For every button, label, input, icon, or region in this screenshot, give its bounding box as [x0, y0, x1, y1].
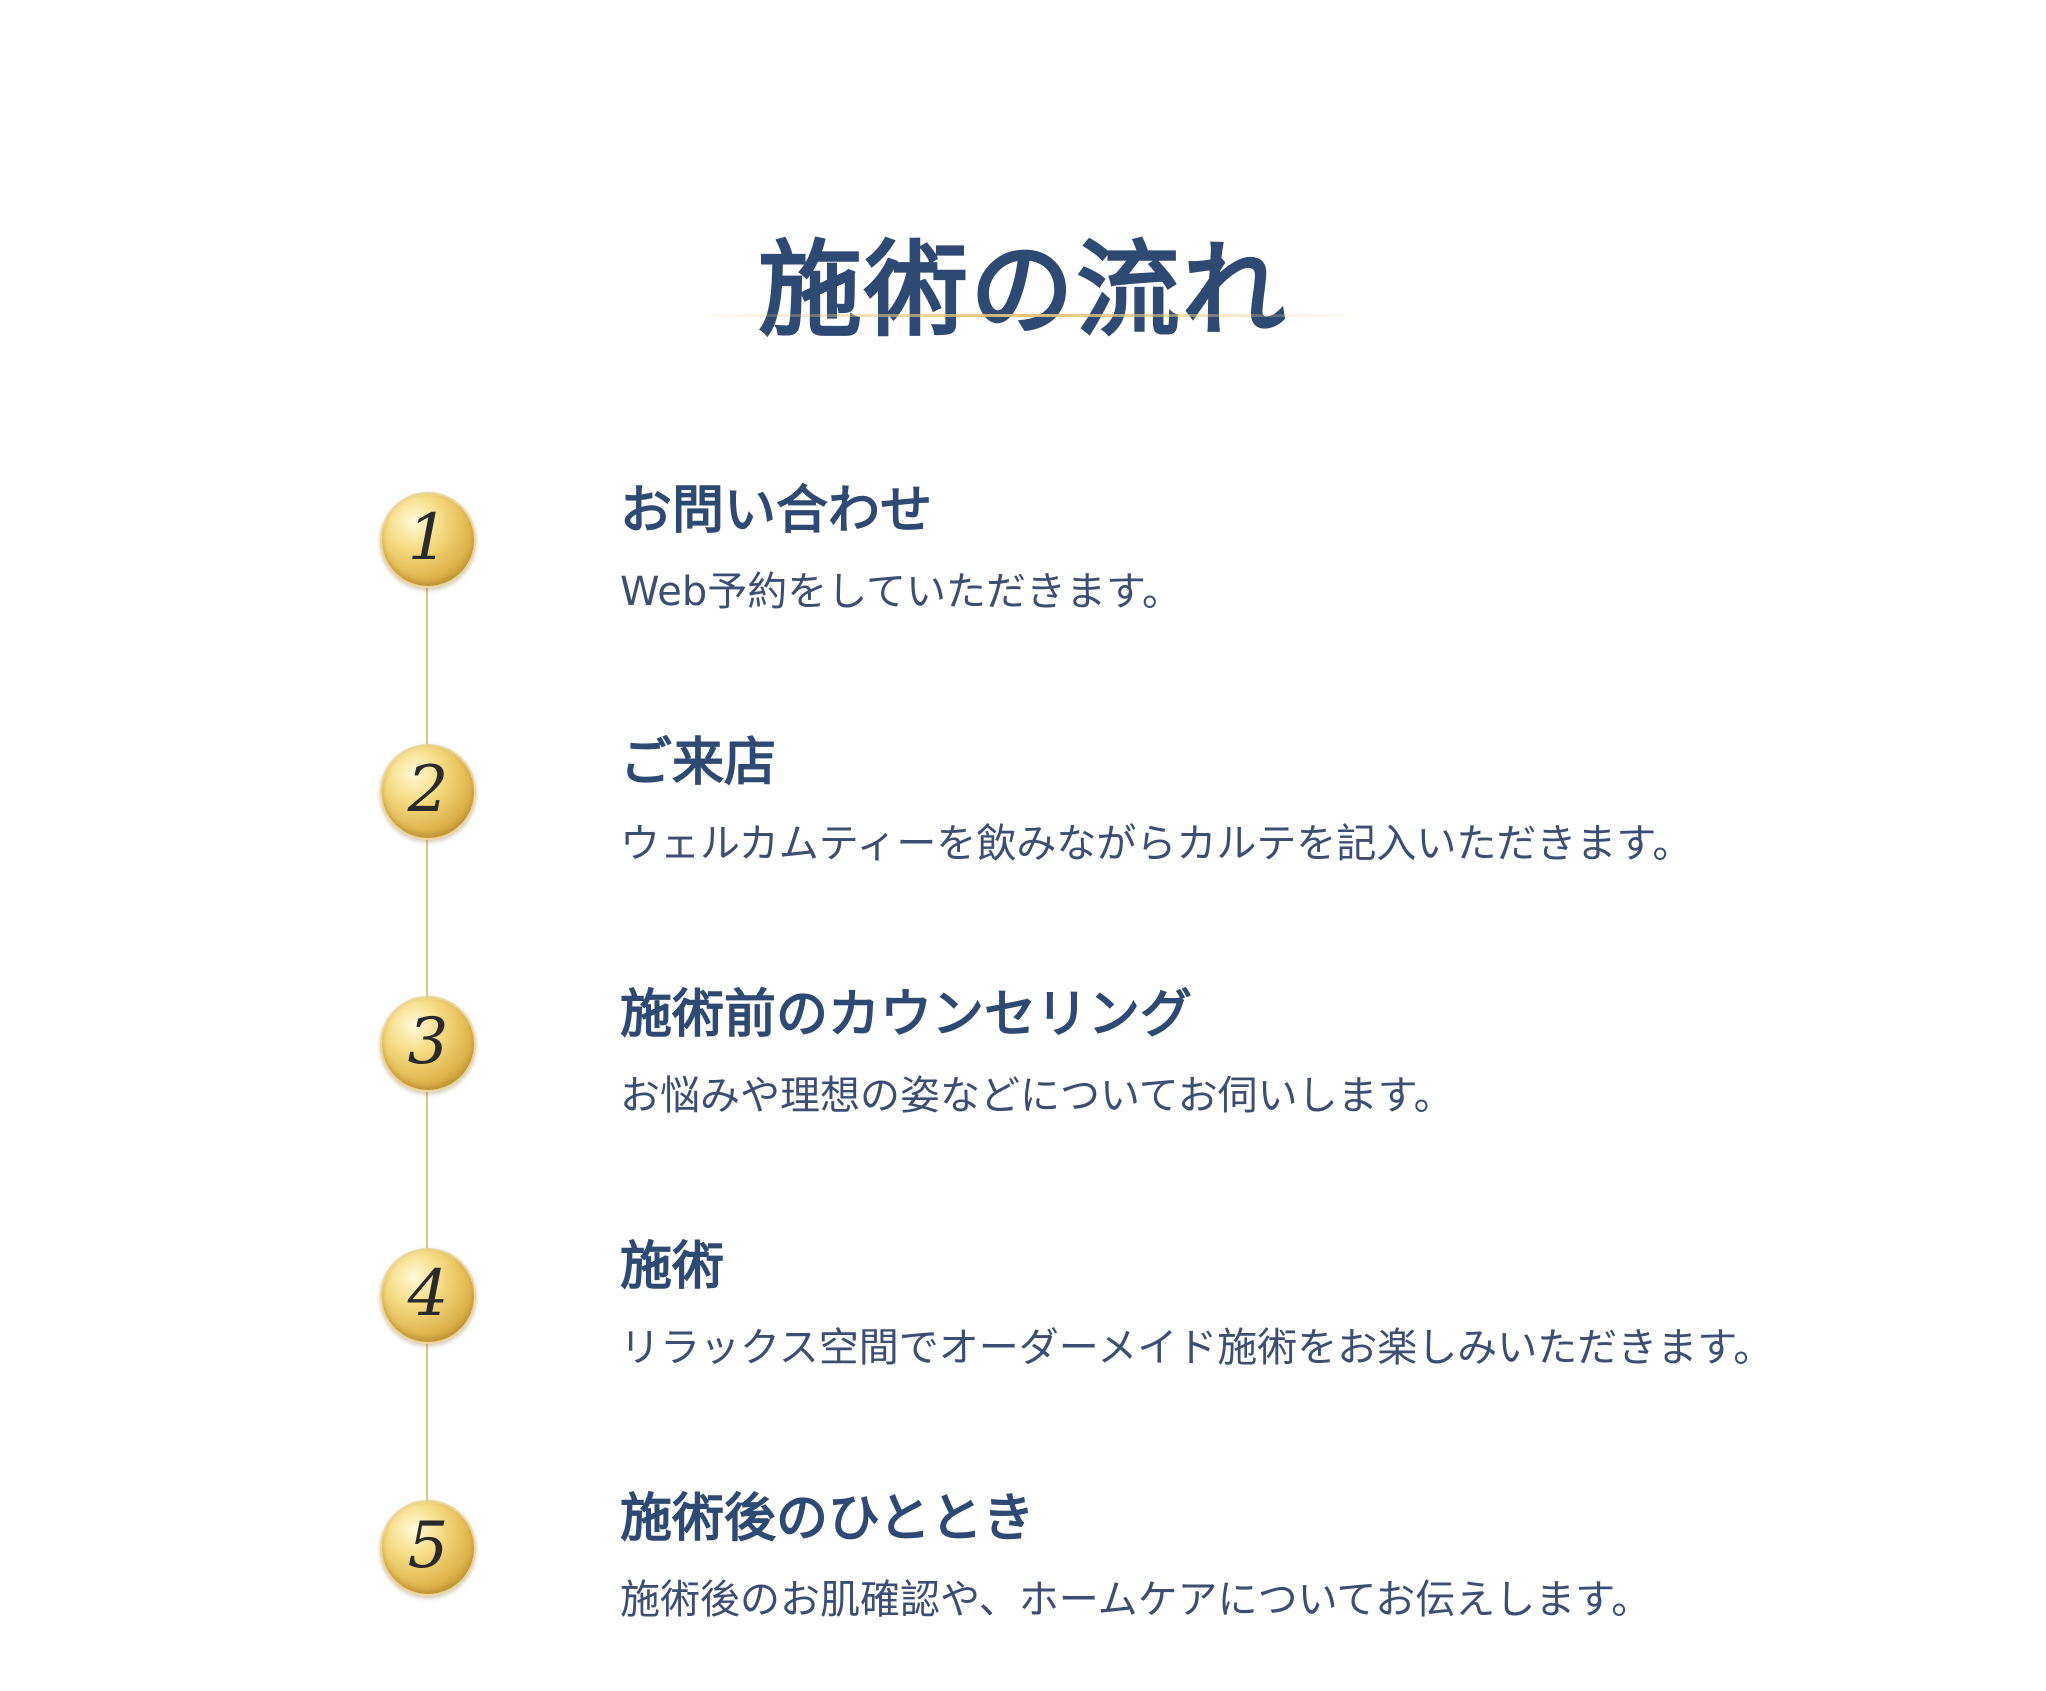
step-title: 施術後のひととき [620, 1488, 1035, 1549]
step-number: 5 [407, 1509, 449, 1583]
step-number: 2 [407, 753, 449, 827]
flow-step-4: 4 施術 リラックス空間でオーダーメイド施術をお楽しみいただきます。 [0, 1236, 2046, 1396]
step-title: ご来店 [620, 732, 777, 793]
step-number-badge: 4 [380, 1248, 476, 1344]
page-title: 施術の流れ [757, 227, 1288, 351]
step-number: 3 [407, 1005, 449, 1079]
step-description: お悩みや理想の姿などについてお伺いします。 [620, 1073, 1454, 1119]
step-description: ウェルカムティーを飲みながらカルテを記入いただきます。 [620, 821, 1693, 867]
step-title: 施術 [620, 1236, 725, 1297]
step-number-badge: 5 [380, 1500, 476, 1596]
step-title: 施術前のカウンセリング [620, 984, 1193, 1045]
step-number-badge: 2 [380, 744, 476, 840]
step-description: 施術後のお肌確認や、ホームケアについてお伝えします。 [620, 1577, 1652, 1623]
flow-step-3: 3 施術前のカウンセリング お悩みや理想の姿などについてお伺いします。 [0, 984, 2046, 1144]
flow-step-5: 5 施術後のひととき 施術後のお肌確認や、ホームケアについてお伝えします。 [0, 1488, 2046, 1648]
step-number-badge: 3 [380, 996, 476, 1092]
flow-step-2: 2 ご来店 ウェルカムティーを飲みながらカルテを記入いただきます。 [0, 732, 2046, 892]
title-divider [693, 314, 1363, 317]
step-description: リラックス空間でオーダーメイド施術をお楽しみいただきます。 [620, 1325, 1774, 1371]
step-title: お問い合わせ [620, 480, 933, 541]
step-number: 4 [407, 1257, 449, 1331]
flow-step-1: 1 お問い合わせ Web予約をしていただきます。 [0, 480, 2046, 640]
step-number: 1 [407, 501, 449, 575]
step-number-badge: 1 [380, 492, 476, 588]
step-description: Web予約をしていただきます。 [620, 569, 1183, 615]
